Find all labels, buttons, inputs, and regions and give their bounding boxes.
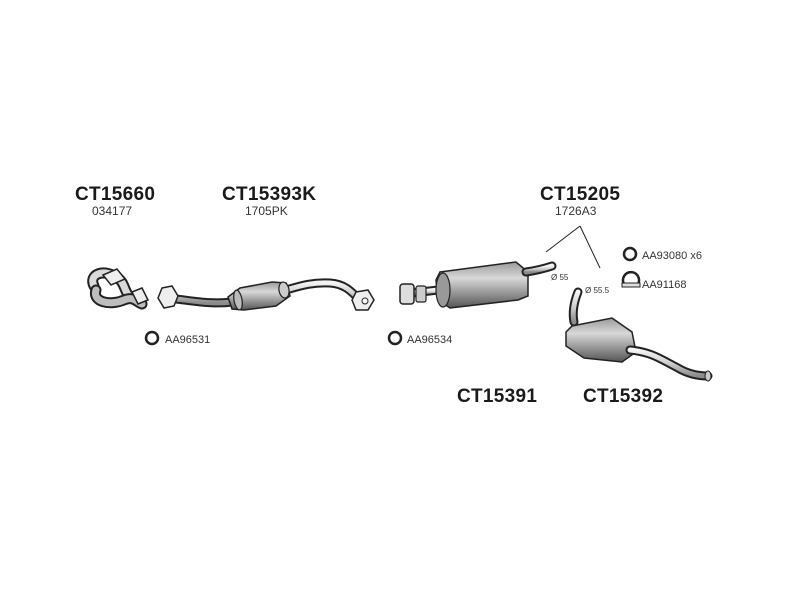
rear-box-part[interactable] bbox=[565, 287, 713, 382]
catalyst-part[interactable] bbox=[157, 278, 375, 311]
ring-icon[interactable] bbox=[622, 246, 638, 262]
downpipe-part[interactable] bbox=[87, 267, 150, 310]
middle-box-part[interactable] bbox=[399, 261, 557, 309]
part-ref-catalyst: 1705PK bbox=[245, 204, 288, 218]
diameter-label-2: Ø 55.5 bbox=[585, 286, 610, 295]
part-code-catalyst: CT15393K bbox=[222, 184, 317, 205]
part-ref-downpipe: 034177 bbox=[92, 204, 133, 218]
part-code-middle-box: CT15391 bbox=[457, 386, 538, 407]
ring-icon[interactable] bbox=[387, 330, 403, 346]
clamp-icon[interactable] bbox=[621, 270, 641, 288]
part-code-midbox-set: CT15205 bbox=[540, 184, 621, 205]
part-ref-midbox-set: 1726A3 bbox=[555, 204, 597, 218]
accessory-ref-ring-1: AA96531 bbox=[165, 334, 211, 346]
part-code-rear-box: CT15392 bbox=[583, 386, 664, 407]
ring-icon[interactable] bbox=[144, 330, 160, 346]
leader-lines bbox=[545, 225, 601, 269]
part-code-downpipe: CT15660 bbox=[75, 184, 156, 205]
accessory-ref-ring-2: AA96534 bbox=[407, 334, 453, 346]
accessory-ref-ring-3: AA93080 x6 bbox=[642, 250, 702, 262]
accessory-ref-clamp: AA91168 bbox=[642, 279, 687, 291]
diameter-label-1: Ø 55 bbox=[551, 273, 569, 282]
